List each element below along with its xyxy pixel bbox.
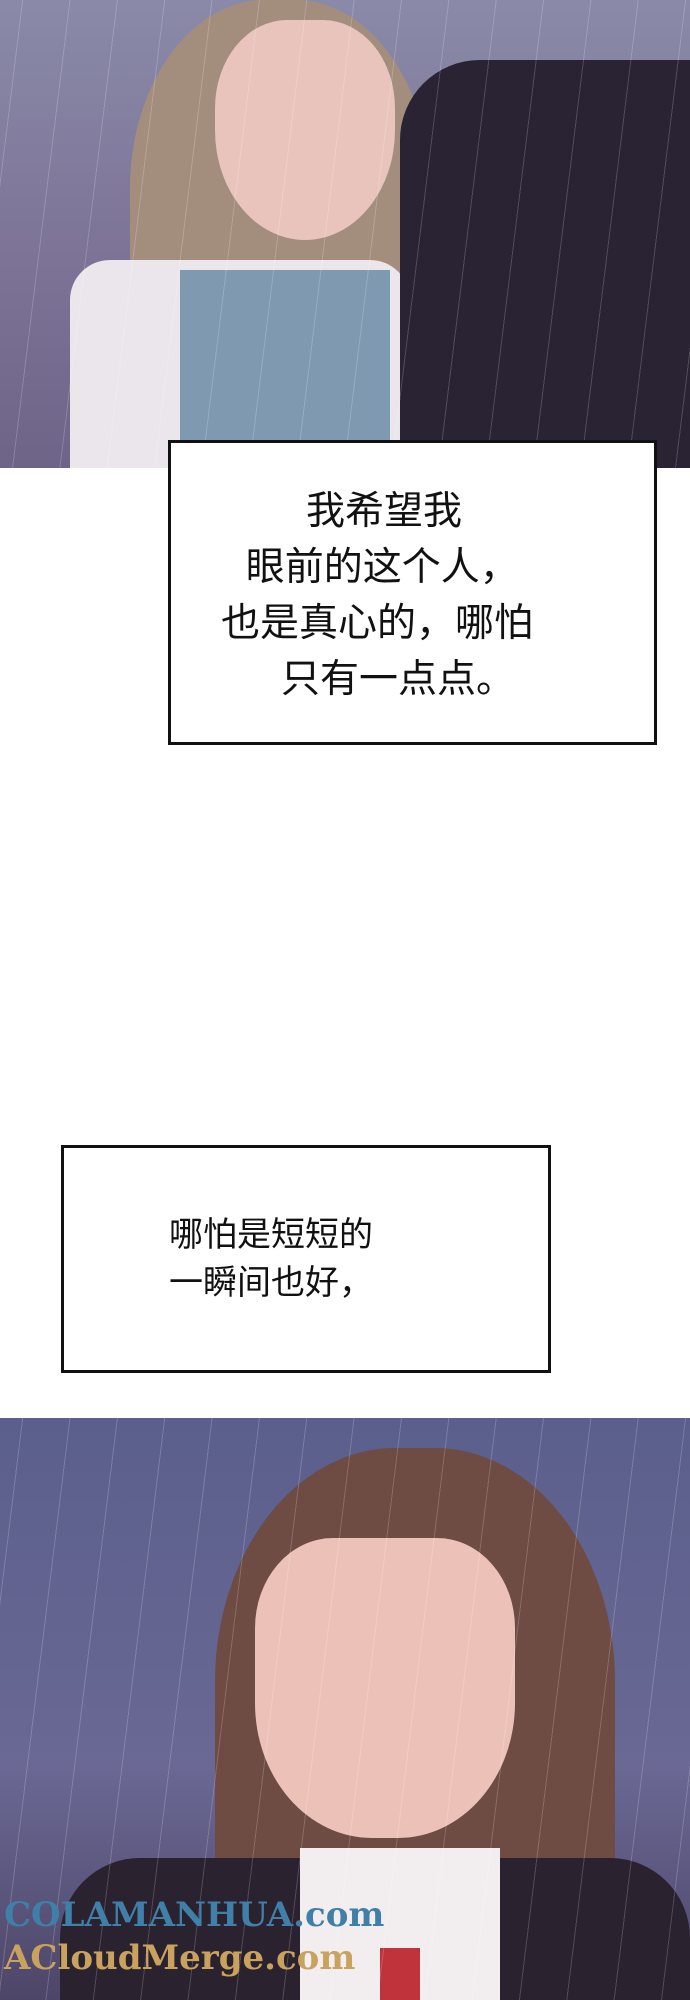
narration-box-2: 哪怕是短短的 一瞬间也好， bbox=[61, 1145, 551, 1373]
girl-vest bbox=[180, 270, 390, 468]
watermark-line-2: ACloudMerge.com bbox=[4, 1938, 356, 1978]
caption-line: 我希望我 bbox=[306, 488, 463, 534]
watermark-line-1: COLAMANHUA.com bbox=[4, 1895, 385, 1935]
rain-overlay bbox=[0, 1418, 690, 2000]
caption-line: 一瞬间也好， bbox=[169, 1263, 373, 1303]
man-face bbox=[255, 1538, 515, 1838]
caption-line: 哪怕是短短的 bbox=[169, 1215, 373, 1255]
comic-panel-smiling-man bbox=[0, 1418, 690, 2000]
girl-face bbox=[215, 20, 395, 240]
caption-line: 只有一点点。 bbox=[281, 656, 516, 702]
comic-panel-crying-girl bbox=[0, 0, 690, 468]
rain-overlay bbox=[0, 0, 690, 468]
caption-line: 眼前的这个人， bbox=[221, 544, 519, 590]
caption-line: 也是真心的，哪怕 bbox=[221, 600, 534, 646]
man-shoulder bbox=[400, 60, 690, 468]
narration-box-1: 我希望我 眼前的这个人， 也是真心的，哪怕 只有一点点。 bbox=[168, 440, 657, 745]
man-tie bbox=[380, 1948, 420, 2000]
